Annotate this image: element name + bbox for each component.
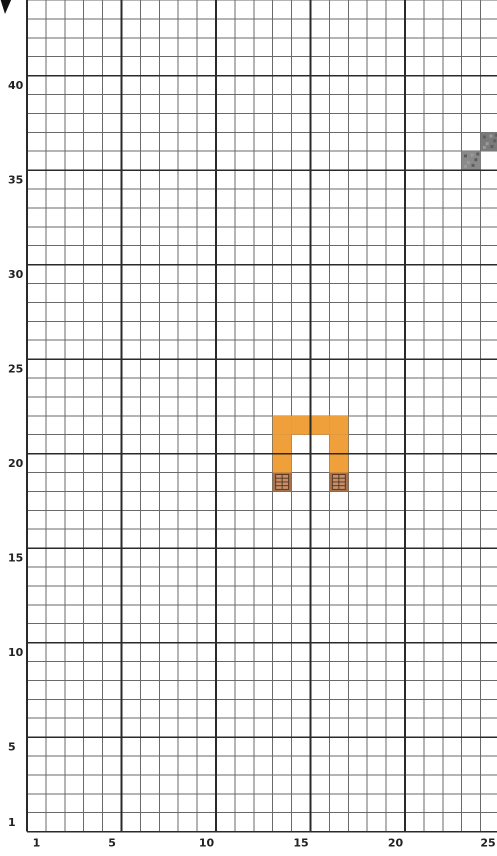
x-axis-label: 10 (199, 837, 215, 850)
orange-block[interactable] (273, 416, 292, 435)
stone-speckle (464, 154, 467, 157)
orange-block-fill (329, 416, 348, 435)
door-block[interactable] (273, 473, 292, 492)
orange-block-fill (273, 416, 292, 435)
y-axis-label: 35 (8, 174, 23, 187)
y-axis-label: 1 (8, 816, 16, 829)
orange-block-fill (311, 416, 330, 435)
x-axis-label: 1 (33, 837, 41, 850)
orange-block[interactable] (311, 416, 330, 435)
y-axis-label: 30 (8, 268, 24, 281)
orange-block[interactable] (329, 454, 348, 473)
x-axis-label: 25 (480, 837, 495, 850)
stone-block[interactable] (481, 132, 497, 151)
stone-speckle (483, 136, 486, 139)
stone-speckle (467, 161, 470, 164)
orange-block-fill (292, 416, 311, 435)
y-axis-label: 40 (8, 79, 24, 92)
stone-speckle (490, 145, 493, 148)
orange-block-fill (329, 435, 348, 454)
stone-speckle (489, 135, 492, 138)
x-axis-label: 5 (108, 837, 116, 850)
y-axis-label: 25 (8, 363, 23, 376)
stone-speckle (472, 164, 475, 167)
x-axis-label: 15 (293, 837, 308, 850)
orange-block[interactable] (273, 454, 292, 473)
orange-block-fill (329, 454, 348, 473)
stone-block[interactable] (462, 151, 481, 170)
y-axis-label: 15 (8, 552, 23, 565)
stone-speckle (493, 139, 496, 142)
door-block[interactable] (329, 473, 348, 492)
stone-speckle (483, 146, 486, 149)
orange-block[interactable] (292, 416, 311, 435)
orange-block-fill (273, 435, 292, 454)
orange-block[interactable] (273, 435, 292, 454)
x-axis-label: 20 (388, 837, 404, 850)
orange-block-fill (273, 454, 292, 473)
stone-speckle (474, 158, 477, 161)
y-axis-label: 20 (8, 457, 24, 470)
stone-speckle (471, 153, 474, 156)
stone-speckle (486, 142, 489, 145)
y-axis-label: 10 (8, 646, 24, 659)
stone-speckle (464, 165, 467, 168)
orange-block[interactable] (329, 435, 348, 454)
orange-block[interactable] (329, 416, 348, 435)
y-axis-label: 5 (8, 741, 16, 754)
stone-speckle (476, 153, 479, 156)
